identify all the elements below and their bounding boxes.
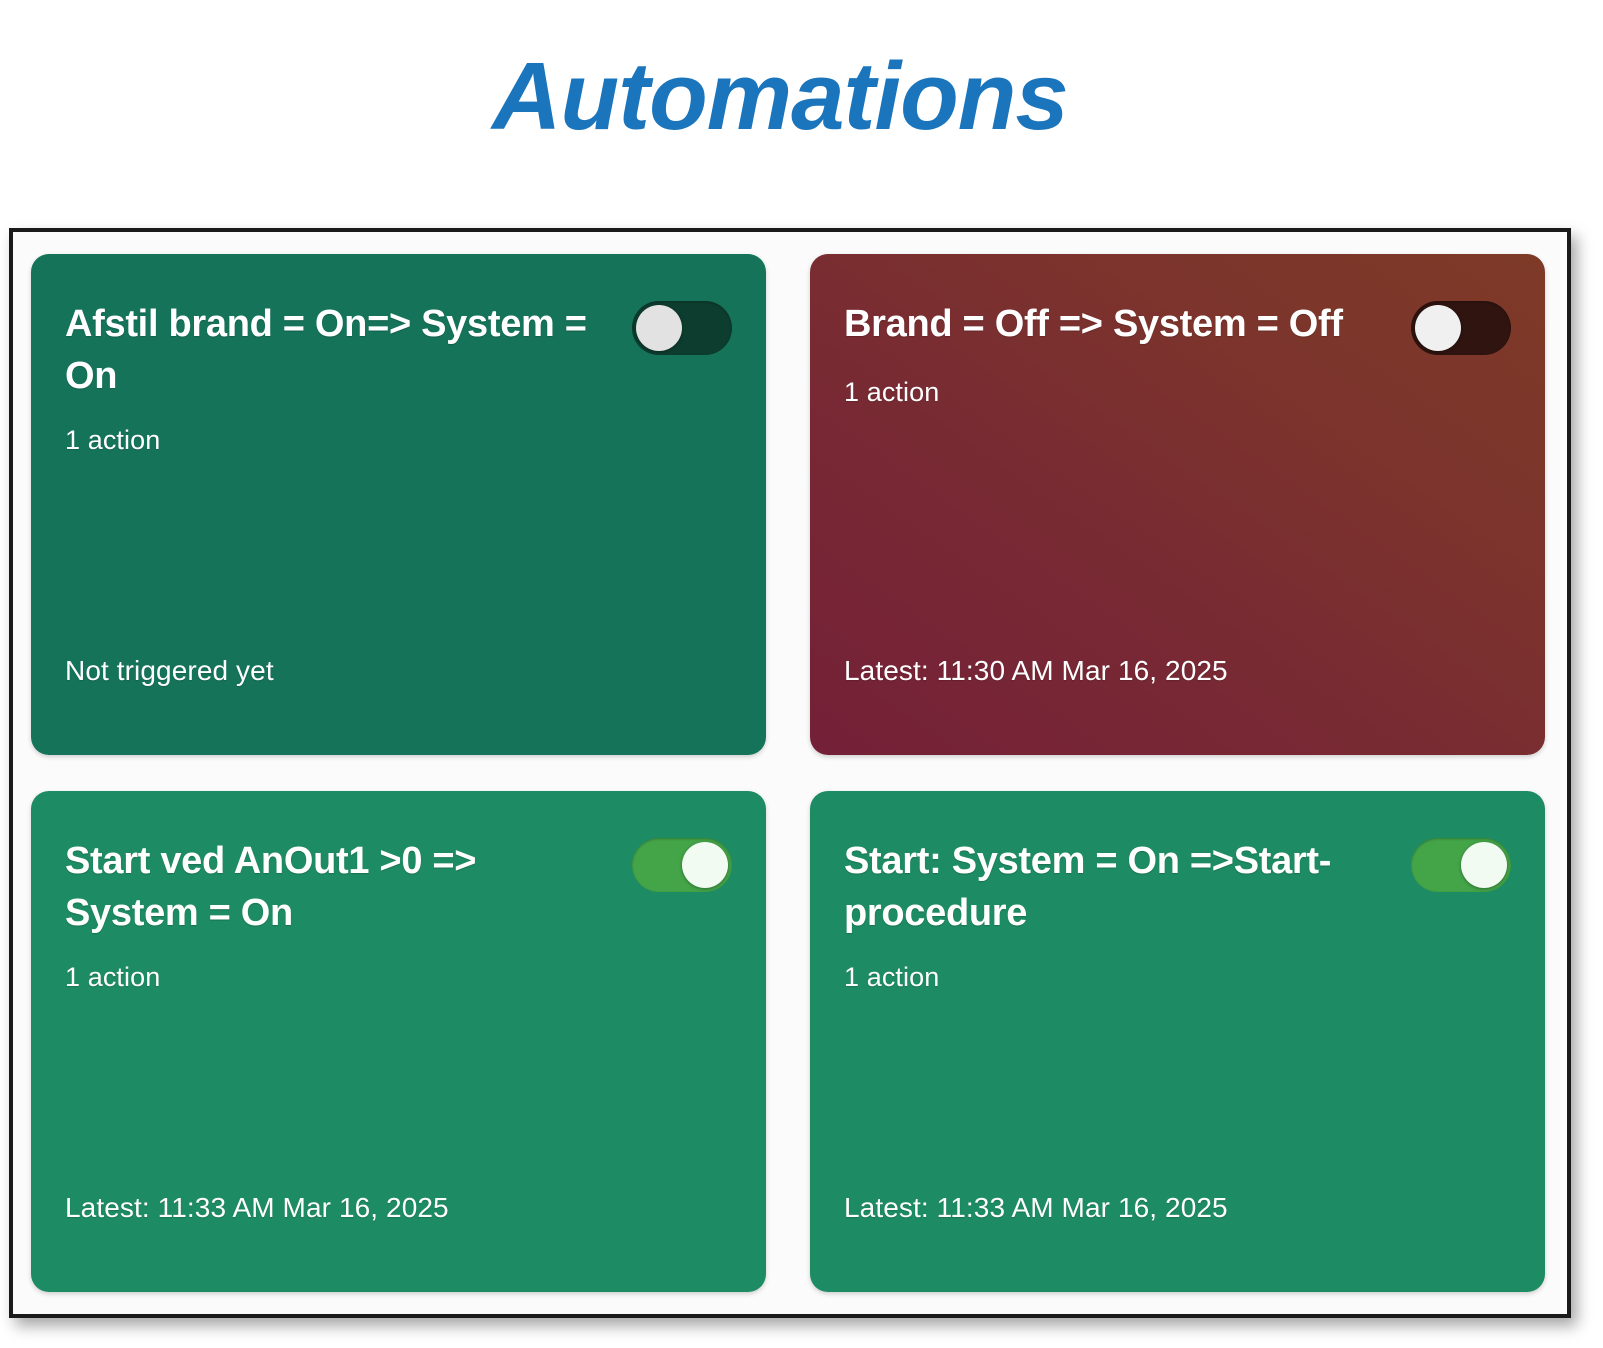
toggle-knob-icon [1461, 842, 1507, 888]
card-header: Afstil brand = On=> System = On [65, 298, 732, 403]
automation-enable-toggle[interactable] [632, 838, 732, 892]
automation-enable-toggle[interactable] [632, 301, 732, 355]
automation-status: Not triggered yet [65, 655, 274, 686]
toggle-knob-icon [1415, 305, 1461, 351]
card-header: Brand = Off => System = Off [844, 298, 1511, 355]
card-header: Start ved AnOut1 >0 => System = On [65, 835, 732, 940]
automation-action-count: 1 action [844, 961, 940, 992]
automation-title: Start ved AnOut1 >0 => System = On [65, 840, 477, 935]
automation-enable-toggle[interactable] [1411, 838, 1511, 892]
automation-action-count: 1 action [65, 424, 161, 455]
automation-status: Latest: 11:33 AM Mar 16, 2025 [65, 1192, 449, 1223]
automation-card[interactable]: Brand = Off => System = Off 1 action Lat… [810, 254, 1545, 755]
toggle-knob-icon [682, 842, 728, 888]
card-header: Start: System = On =>Start-procedure [844, 835, 1511, 940]
page-title: Automations [492, 43, 1069, 150]
automation-card[interactable]: Afstil brand = On=> System = On 1 action… [31, 254, 766, 755]
automation-card[interactable]: Start: System = On =>Start-procedure 1 a… [810, 791, 1545, 1292]
automation-status: Latest: 11:33 AM Mar 16, 2025 [844, 1192, 1228, 1223]
automations-grid: Afstil brand = On=> System = On 1 action… [13, 232, 1567, 1314]
automation-action-count: 1 action [844, 377, 940, 407]
automation-status: Latest: 11:30 AM Mar 16, 2025 [844, 655, 1228, 686]
automation-title: Afstil brand = On=> System = On [65, 303, 587, 398]
automation-enable-toggle[interactable] [1411, 301, 1511, 355]
toggle-knob-icon [636, 305, 682, 351]
automation-action-count: 1 action [65, 961, 161, 992]
automation-title: Brand = Off => System = Off [844, 303, 1343, 345]
automation-card[interactable]: Start ved AnOut1 >0 => System = On 1 act… [31, 791, 766, 1292]
automations-panel: Afstil brand = On=> System = On 1 action… [9, 228, 1571, 1318]
automation-title: Start: System = On =>Start-procedure [844, 840, 1332, 935]
